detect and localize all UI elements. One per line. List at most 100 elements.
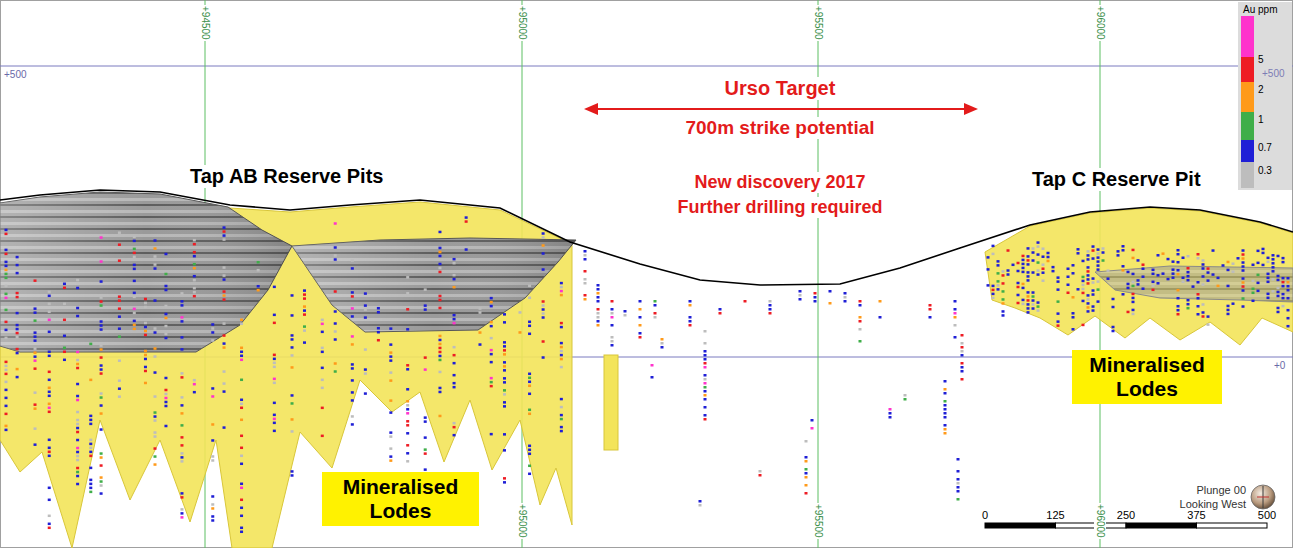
assay-dot xyxy=(240,403,243,406)
assay-dot xyxy=(34,351,37,354)
assay-dot xyxy=(334,322,337,325)
assay-dot xyxy=(944,432,947,435)
assay-dot xyxy=(273,362,276,365)
assay-dot xyxy=(273,378,276,381)
assay-dot xyxy=(389,431,392,434)
assay-dot xyxy=(799,294,802,297)
assay-dot xyxy=(528,453,531,456)
assay-dot xyxy=(377,331,380,334)
assay-dot xyxy=(180,436,183,439)
assay-dot xyxy=(5,329,8,332)
assay-dot xyxy=(1277,275,1280,278)
assay-dot xyxy=(639,332,642,335)
assay-dot xyxy=(364,304,367,307)
assay-dot xyxy=(76,383,79,386)
scale-number: 250 xyxy=(1117,509,1135,522)
assay-dot xyxy=(89,467,92,470)
assay-dot xyxy=(1087,266,1090,269)
assay-dot xyxy=(1027,311,1030,314)
assay-dot xyxy=(1142,267,1145,270)
assay-dot xyxy=(1017,262,1020,265)
assay-dot xyxy=(1057,324,1060,327)
assay-dot xyxy=(944,416,947,419)
assay-dot xyxy=(16,336,19,339)
assay-dot xyxy=(1132,309,1135,312)
assay-dot xyxy=(453,354,456,357)
assay-dot xyxy=(1072,328,1075,331)
assay-dot xyxy=(133,236,136,239)
assay-dot xyxy=(48,291,51,294)
assay-dot xyxy=(334,362,337,365)
assay-dot xyxy=(1042,279,1045,282)
assay-dot xyxy=(503,313,506,316)
assay-dot xyxy=(1197,253,1200,256)
assay-dot xyxy=(223,238,226,241)
assay-dot xyxy=(961,334,964,337)
assay-dot xyxy=(465,216,468,219)
assay-dot xyxy=(48,407,51,410)
assay-dot xyxy=(1042,255,1045,257)
assay-dot xyxy=(133,324,136,327)
assay-dot xyxy=(5,389,8,392)
assay-dot xyxy=(1287,317,1290,320)
assay-dot xyxy=(490,381,493,384)
assay-dot xyxy=(453,422,456,425)
assay-dot xyxy=(1267,297,1270,300)
assay-dot xyxy=(100,372,103,375)
assay-dot xyxy=(957,478,960,481)
assay-dot xyxy=(453,274,456,277)
assay-dot xyxy=(5,373,8,376)
assay-dot xyxy=(584,270,587,273)
assay-dot xyxy=(814,300,817,303)
assay-dot xyxy=(1087,302,1090,305)
assay-dot xyxy=(1212,249,1215,252)
assay-dot xyxy=(503,349,506,352)
assay-dot xyxy=(1277,295,1280,298)
assay-dot xyxy=(34,319,37,322)
assay-dot xyxy=(321,407,324,410)
assay-dot xyxy=(1122,269,1125,272)
assay-dot xyxy=(769,308,772,311)
assay-dot xyxy=(100,484,103,487)
assay-dot xyxy=(5,297,8,300)
assay-dot xyxy=(63,287,66,290)
assay-dot xyxy=(76,439,79,442)
assay-dot xyxy=(1077,252,1080,255)
assay-dot xyxy=(961,366,964,369)
assay-dot xyxy=(438,371,441,374)
assay-dot xyxy=(334,254,337,257)
assay-dot xyxy=(211,495,214,498)
legend-swatch xyxy=(1241,140,1254,162)
assay-dot xyxy=(144,366,147,369)
assay-dot xyxy=(118,295,121,298)
assay-dot xyxy=(1202,315,1205,318)
assay-dot xyxy=(1087,250,1090,253)
assay-dot xyxy=(1132,301,1135,304)
assay-dot xyxy=(704,382,707,385)
assay-dot xyxy=(34,335,37,338)
assay-dot xyxy=(364,392,367,395)
assay-dot xyxy=(1172,260,1175,263)
assay-dot xyxy=(654,316,657,319)
assay-dot xyxy=(100,280,103,283)
pit-shell xyxy=(0,192,292,352)
assay-dot xyxy=(1022,259,1025,262)
assay-dot xyxy=(503,401,506,404)
assay-dot xyxy=(1162,272,1165,275)
assay-dot xyxy=(34,367,37,370)
assay-dot xyxy=(377,311,380,314)
strike-arrow xyxy=(596,108,966,110)
assay-dot xyxy=(180,372,183,375)
assay-dot xyxy=(1202,311,1205,314)
assay-dot xyxy=(1012,264,1015,267)
assay-dot xyxy=(518,331,521,334)
assay-dot xyxy=(1272,262,1275,265)
assay-dot xyxy=(223,370,226,373)
assay-dot xyxy=(76,351,79,354)
assay-dot xyxy=(144,382,147,385)
assay-dot xyxy=(954,324,957,327)
assay-dot xyxy=(406,424,409,427)
assay-dot xyxy=(1187,307,1190,310)
assay-dot xyxy=(1282,297,1285,300)
